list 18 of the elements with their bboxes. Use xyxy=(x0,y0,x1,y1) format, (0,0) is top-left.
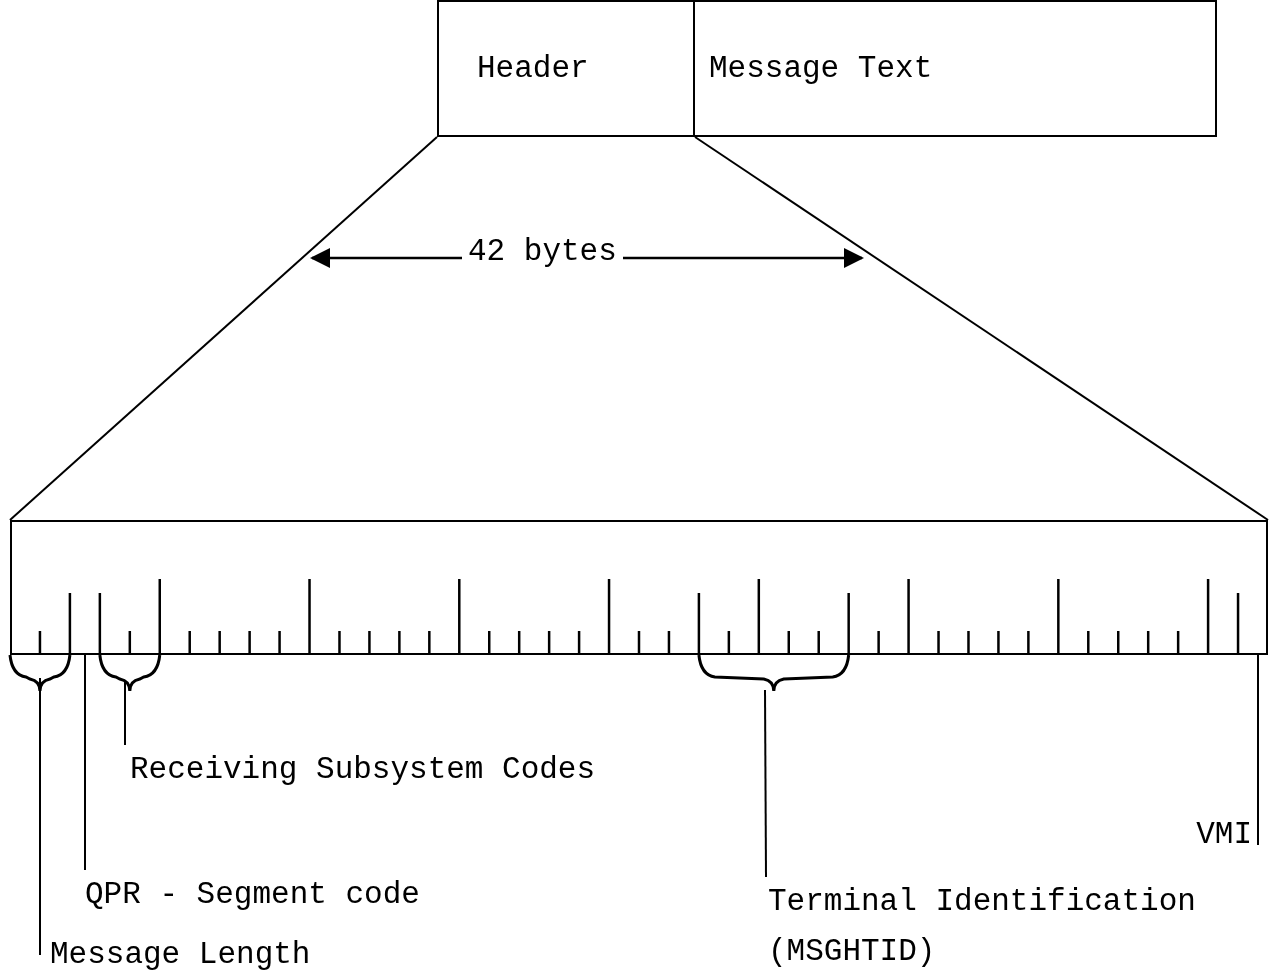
field-label: VMI xyxy=(1188,810,1258,860)
expansion-line xyxy=(1257,654,1259,846)
header-field-box xyxy=(437,0,695,137)
byte-ruler-bar xyxy=(10,520,1268,655)
field-name: Message Text xyxy=(709,51,933,86)
expansion-line xyxy=(39,677,41,956)
expansion-line xyxy=(694,136,1269,521)
expansion-line xyxy=(84,654,86,871)
field-name: Header xyxy=(477,51,589,86)
field-label: Terminal Identification (MSGHTID) xyxy=(766,877,1236,977)
expansion-line xyxy=(9,136,438,521)
message-text-box xyxy=(693,0,1217,137)
field-label: Receiving Subsystem Codes xyxy=(125,745,645,795)
field-label: QPR - Segment code xyxy=(85,870,465,920)
field-label: Message Length xyxy=(40,930,340,980)
expansion-line xyxy=(764,689,767,878)
dimension-label: 42 bytes xyxy=(462,234,623,269)
expansion-line xyxy=(124,681,126,746)
